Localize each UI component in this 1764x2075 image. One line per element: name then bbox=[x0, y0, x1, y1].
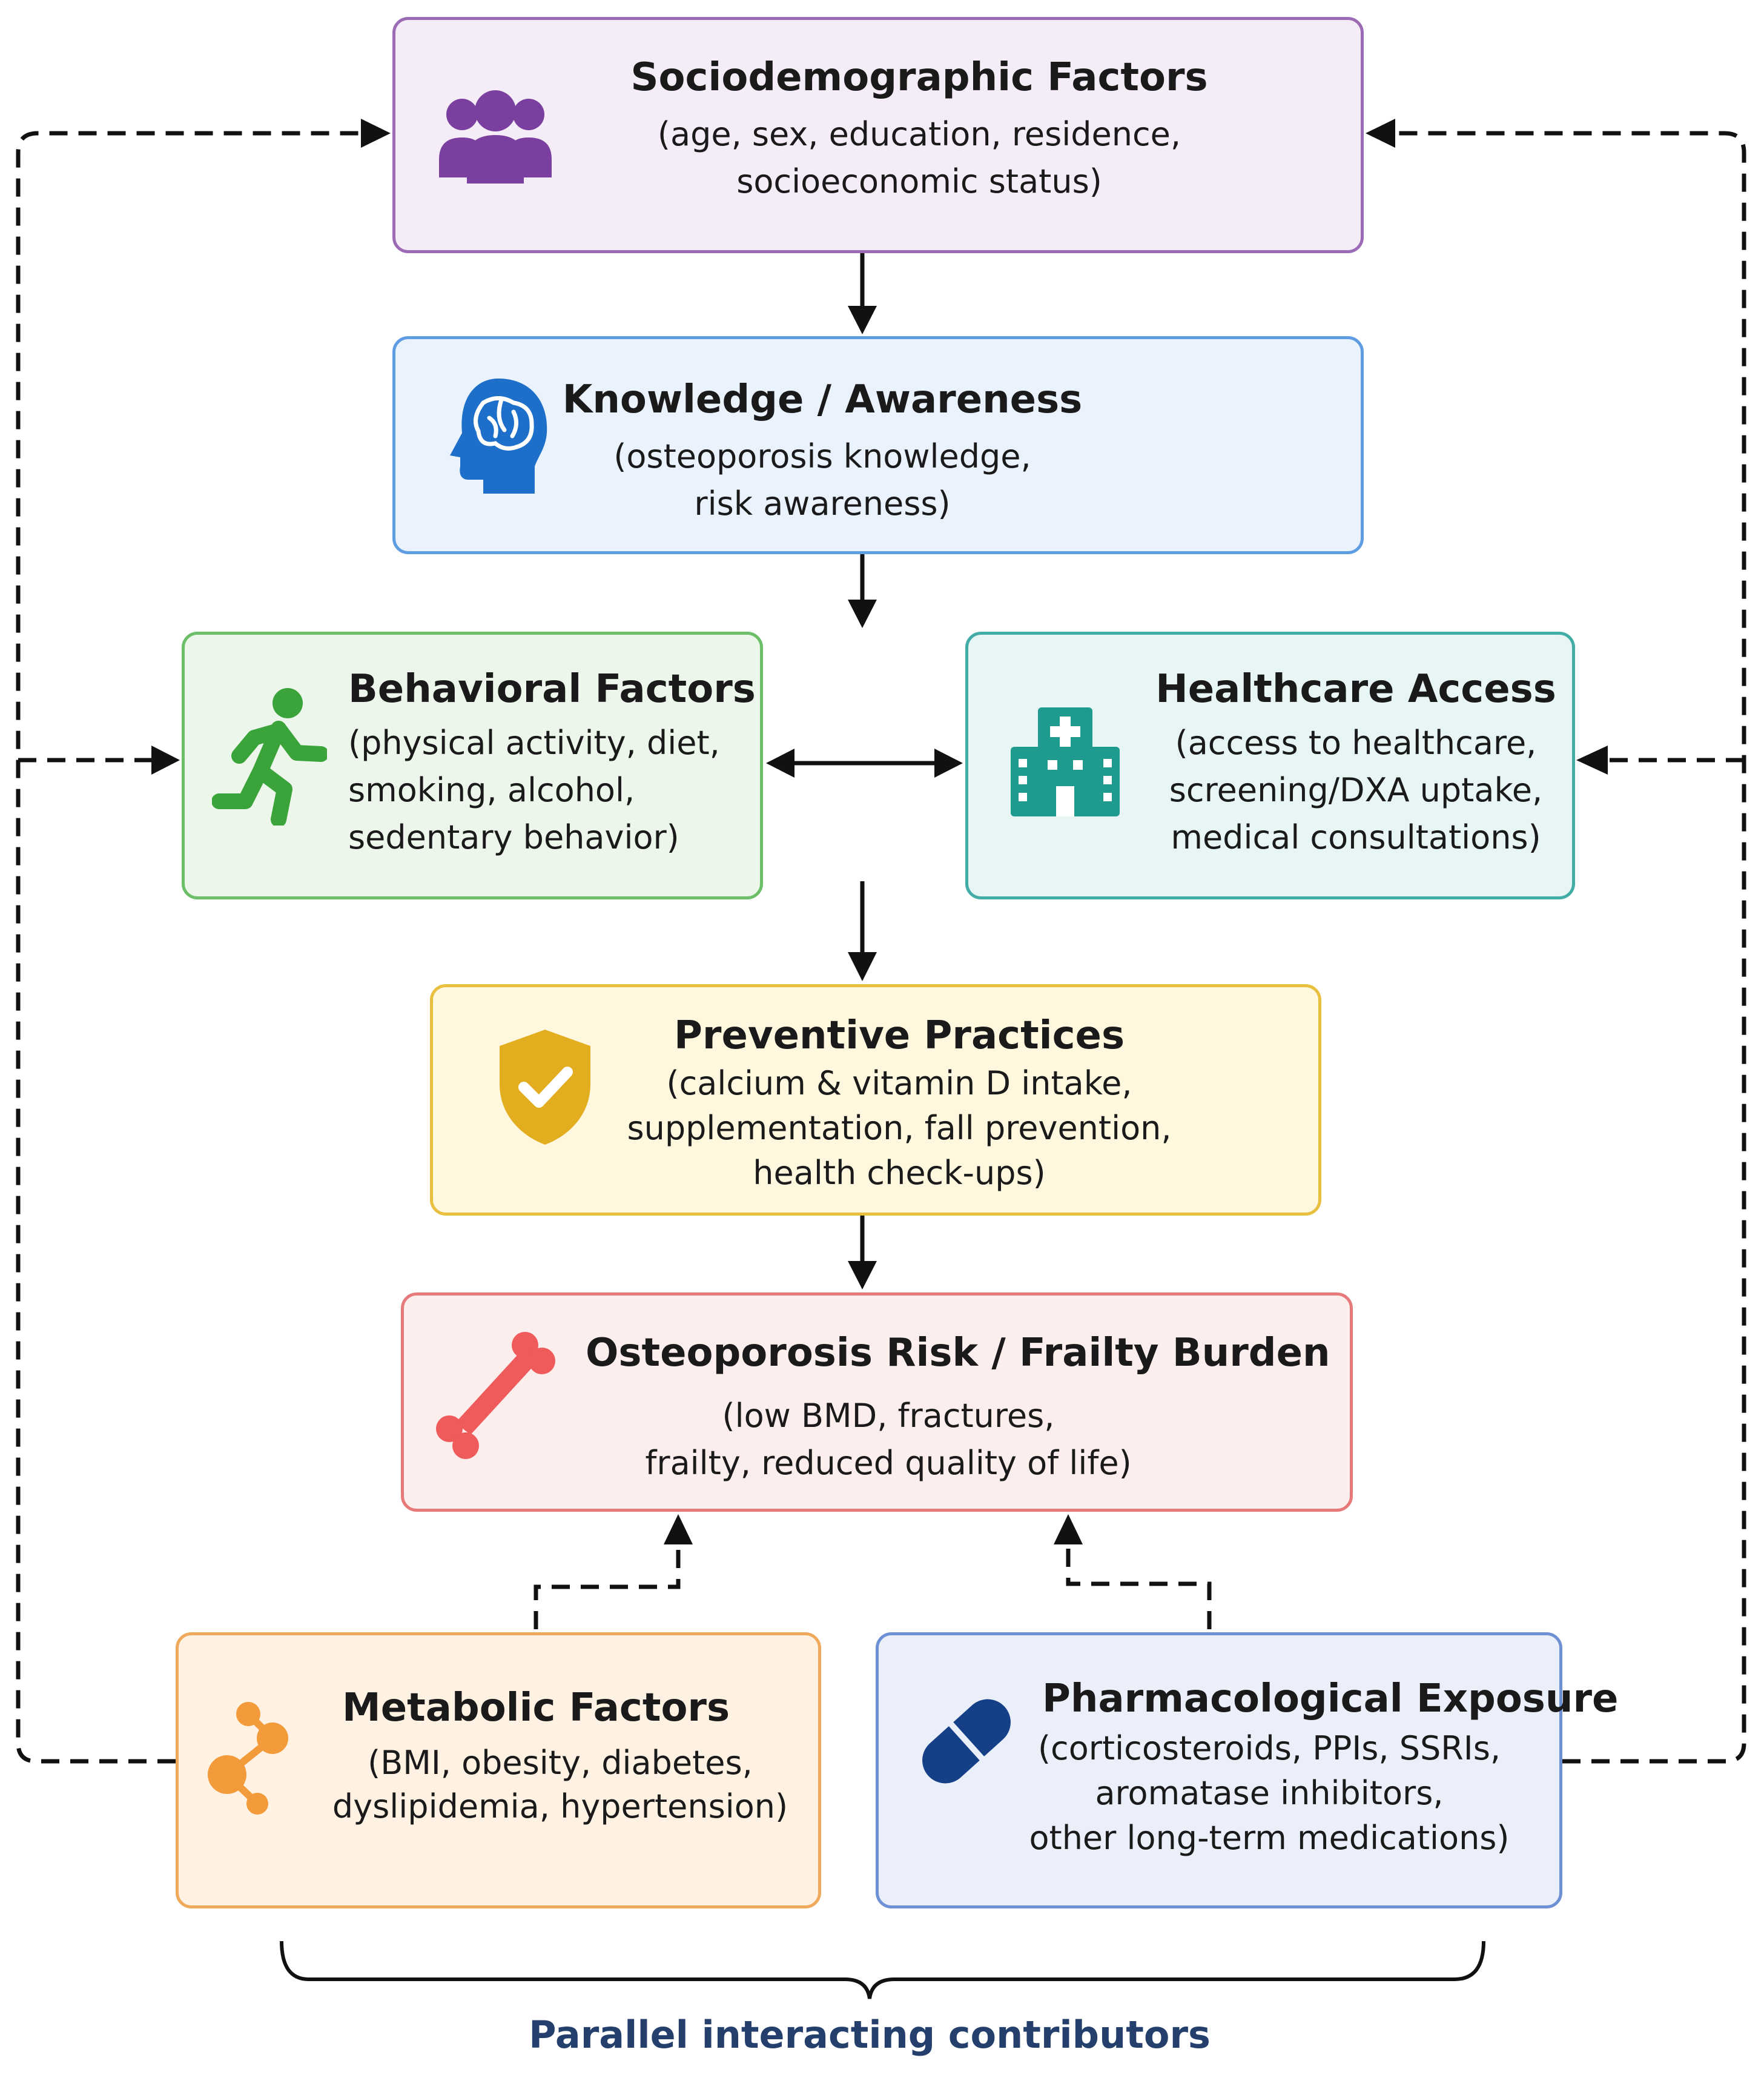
arrowhead-right-to-healthcare bbox=[1576, 746, 1608, 775]
behavioral-description: (physical activity, diet, smoking, alcoh… bbox=[348, 724, 720, 856]
arrowhead-to-preventive bbox=[848, 952, 877, 981]
people-group-icon bbox=[439, 90, 552, 184]
preventive-title: Preventive Practices bbox=[673, 1013, 1125, 1058]
healthcare-description: (access to healthcare, screening/DXA upt… bbox=[1169, 724, 1543, 856]
sociodemographic-description: (age, sex, education, residence, socioec… bbox=[657, 115, 1181, 200]
osteoporosis-risk-box: Osteoporosis Risk / Frailty Burden (low … bbox=[401, 1292, 1353, 1512]
shield-check-icon bbox=[500, 1030, 590, 1145]
metabolic-description: (BMI, obesity, diabetes, dyslipidemia, h… bbox=[332, 1744, 788, 1825]
dashed-pharma-to-osteo bbox=[1066, 1543, 1212, 1629]
arrowhead-preventive-to-osteo bbox=[848, 1261, 877, 1289]
pharma-title: Pharmacological Exposure bbox=[1042, 1676, 1619, 1721]
hospital-icon bbox=[1011, 707, 1120, 816]
bone-icon bbox=[436, 1332, 555, 1459]
arrowhead-left-to-behavior bbox=[151, 746, 180, 775]
metabolic-factors-box: Metabolic Factors (BMI, obesity, diabete… bbox=[176, 1632, 821, 1908]
dashed-metabolic-to-osteo bbox=[533, 1543, 681, 1629]
knowledge-title: Knowledge / Awareness bbox=[562, 377, 1083, 422]
behavioral-factors-box: Behavioral Factors (physical activity, d… bbox=[182, 632, 763, 899]
capsule-pill-icon bbox=[922, 1699, 1011, 1784]
preventive-practices-box: Preventive Practices (calcium & vitamin … bbox=[430, 984, 1321, 1216]
osteo-title: Osteoporosis Risk / Frailty Burden bbox=[586, 1331, 1330, 1375]
brain-head-icon bbox=[450, 379, 547, 494]
behavioral-title: Behavioral Factors bbox=[348, 667, 756, 712]
sociodemographic-factors-box: Sociodemographic Factors (age, sex, educ… bbox=[392, 17, 1364, 253]
healthcare-title: Healthcare Access bbox=[1155, 667, 1556, 712]
osteo-description: (low BMD, fractures, frailty, reduced qu… bbox=[645, 1397, 1132, 1482]
metabolic-title: Metabolic Factors bbox=[342, 1686, 730, 1730]
arrowhead-pharma-to-osteo bbox=[1054, 1514, 1083, 1544]
arrowhead-to-healthcare bbox=[934, 749, 963, 778]
arrowhead-left-to-socio bbox=[361, 119, 391, 148]
pharma-description: (corticosteroids, PPIs, SSRIs, aromatase… bbox=[1029, 1729, 1510, 1857]
arrowhead-knowledge-down bbox=[848, 600, 877, 628]
arrowhead-socio-to-knowledge bbox=[848, 306, 877, 334]
healthcare-access-box: Healthcare Access (access to healthcare,… bbox=[965, 632, 1575, 899]
molecule-icon bbox=[208, 1702, 288, 1815]
knowledge-description: (osteoporosis knowledge, risk awareness) bbox=[613, 437, 1031, 523]
arrowhead-right-to-socio bbox=[1366, 119, 1395, 148]
running-person-icon bbox=[212, 688, 327, 826]
grouping-brace bbox=[280, 1941, 1485, 1999]
dashed-right-loop bbox=[1395, 131, 1746, 1764]
dashed-left-loop bbox=[16, 131, 361, 1764]
arrowhead-metabolic-to-osteo bbox=[664, 1514, 693, 1544]
knowledge-awareness-box: Knowledge / Awareness (osteoporosis know… bbox=[392, 336, 1364, 554]
sociodemographic-title: Sociodemographic Factors bbox=[630, 55, 1208, 100]
footer-caption: Parallel interacting contributors bbox=[529, 2013, 1211, 2057]
pharmacological-exposure-box: Pharmacological Exposure (corticosteroid… bbox=[876, 1632, 1618, 1908]
arrowhead-to-behavior bbox=[766, 749, 794, 778]
preventive-description: (calcium & vitamin D intake, supplementa… bbox=[627, 1064, 1172, 1192]
